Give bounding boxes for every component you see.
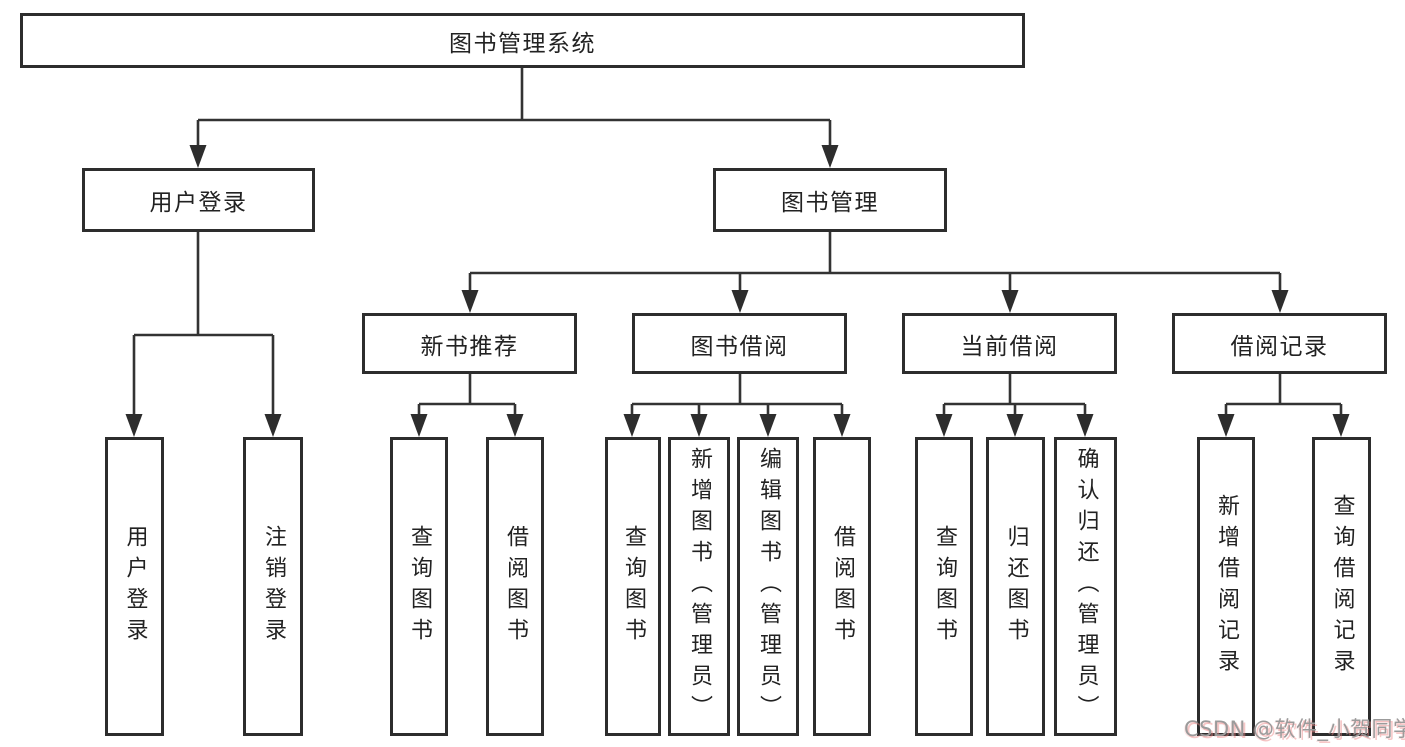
node-book-management-label: 图书管理	[781, 190, 879, 216]
leaf-recommend-query-book-label: 查询图书	[407, 524, 432, 649]
arrowhead	[461, 290, 479, 313]
node-book-management: 图书管理	[713, 168, 947, 232]
leaf-borrow-query-book-label: 查询图书	[621, 524, 646, 649]
arrowhead	[1001, 290, 1019, 313]
leaf-current-confirm-return-admin: 确认归还（管理员）	[1054, 437, 1117, 736]
leaf-user-login-label: 用户登录	[122, 524, 148, 649]
arrowhead	[821, 145, 839, 168]
arrowhead	[1076, 414, 1094, 437]
node-root-label: 图书管理系统	[449, 30, 596, 57]
leaf-user-login: 用户登录	[105, 437, 164, 736]
leaf-current-query-book-label: 查询图书	[932, 524, 957, 649]
node-current-borrow-label: 当前借阅	[960, 333, 1059, 360]
leaf-borrow-query-book: 查询图书	[605, 437, 661, 736]
arrowhead	[623, 414, 641, 437]
arrowhead	[410, 414, 428, 437]
leaf-borrow-add-book-admin: 新增图书（管理员）	[668, 437, 730, 736]
arrowhead	[759, 414, 777, 437]
leaf-borrow-edit-book-admin: 编辑图书（管理员）	[737, 437, 799, 736]
leaf-records-add-record: 新增借阅记录	[1197, 437, 1255, 736]
leaf-borrow-borrow-book-label: 借阅图书	[830, 524, 855, 649]
node-current-borrow: 当前借阅	[902, 313, 1117, 374]
leaf-logout-label: 注销登录	[261, 524, 286, 649]
leaf-current-query-book: 查询图书	[915, 437, 973, 736]
node-root: 图书管理系统	[20, 13, 1025, 68]
node-borrow-records-label: 借阅记录	[1230, 333, 1329, 360]
node-new-book-recommend: 新书推荐	[362, 313, 577, 374]
node-book-borrow-label: 图书借阅	[690, 333, 789, 360]
arrowhead	[1332, 414, 1350, 437]
leaf-current-return-book-label: 归还图书	[1003, 524, 1029, 649]
leaf-current-confirm-return-admin-label: 确认归还（管理员）	[1073, 447, 1099, 726]
node-book-borrow: 图书借阅	[632, 313, 847, 374]
arrowhead	[935, 414, 953, 437]
node-new-book-recommend-label: 新书推荐	[420, 333, 519, 360]
leaf-records-query-record: 查询借阅记录	[1312, 437, 1371, 736]
arrowhead	[125, 414, 143, 437]
arrowhead	[690, 414, 708, 437]
node-user-login-label: 用户登录	[149, 190, 248, 216]
arrowhead	[189, 145, 207, 168]
arrowhead	[506, 414, 524, 437]
leaf-borrow-borrow-book: 借阅图书	[813, 437, 871, 736]
leaf-recommend-borrow-book: 借阅图书	[486, 437, 544, 736]
arrowhead	[833, 414, 851, 437]
node-borrow-records: 借阅记录	[1172, 313, 1387, 374]
csdn-watermark: CSDN @软件_小贺同学	[1184, 717, 1405, 741]
arrowhead	[1006, 414, 1024, 437]
arrowhead	[264, 414, 282, 437]
leaf-records-add-record-label: 新增借阅记录	[1214, 493, 1239, 680]
leaf-logout: 注销登录	[243, 437, 303, 736]
leaf-recommend-query-book: 查询图书	[390, 437, 448, 736]
leaf-borrow-edit-book-admin-label: 编辑图书（管理员）	[756, 447, 781, 726]
node-user-login: 用户登录	[82, 168, 315, 232]
leaf-recommend-borrow-book-label: 借阅图书	[503, 524, 528, 649]
arrowhead	[731, 290, 749, 313]
arrowhead	[1271, 290, 1289, 313]
arrowhead	[1217, 414, 1235, 437]
leaf-current-return-book: 归还图书	[986, 437, 1045, 736]
leaf-borrow-add-book-admin-label: 新增图书（管理员）	[687, 447, 712, 726]
leaf-records-query-record-label: 查询借阅记录	[1329, 493, 1355, 680]
